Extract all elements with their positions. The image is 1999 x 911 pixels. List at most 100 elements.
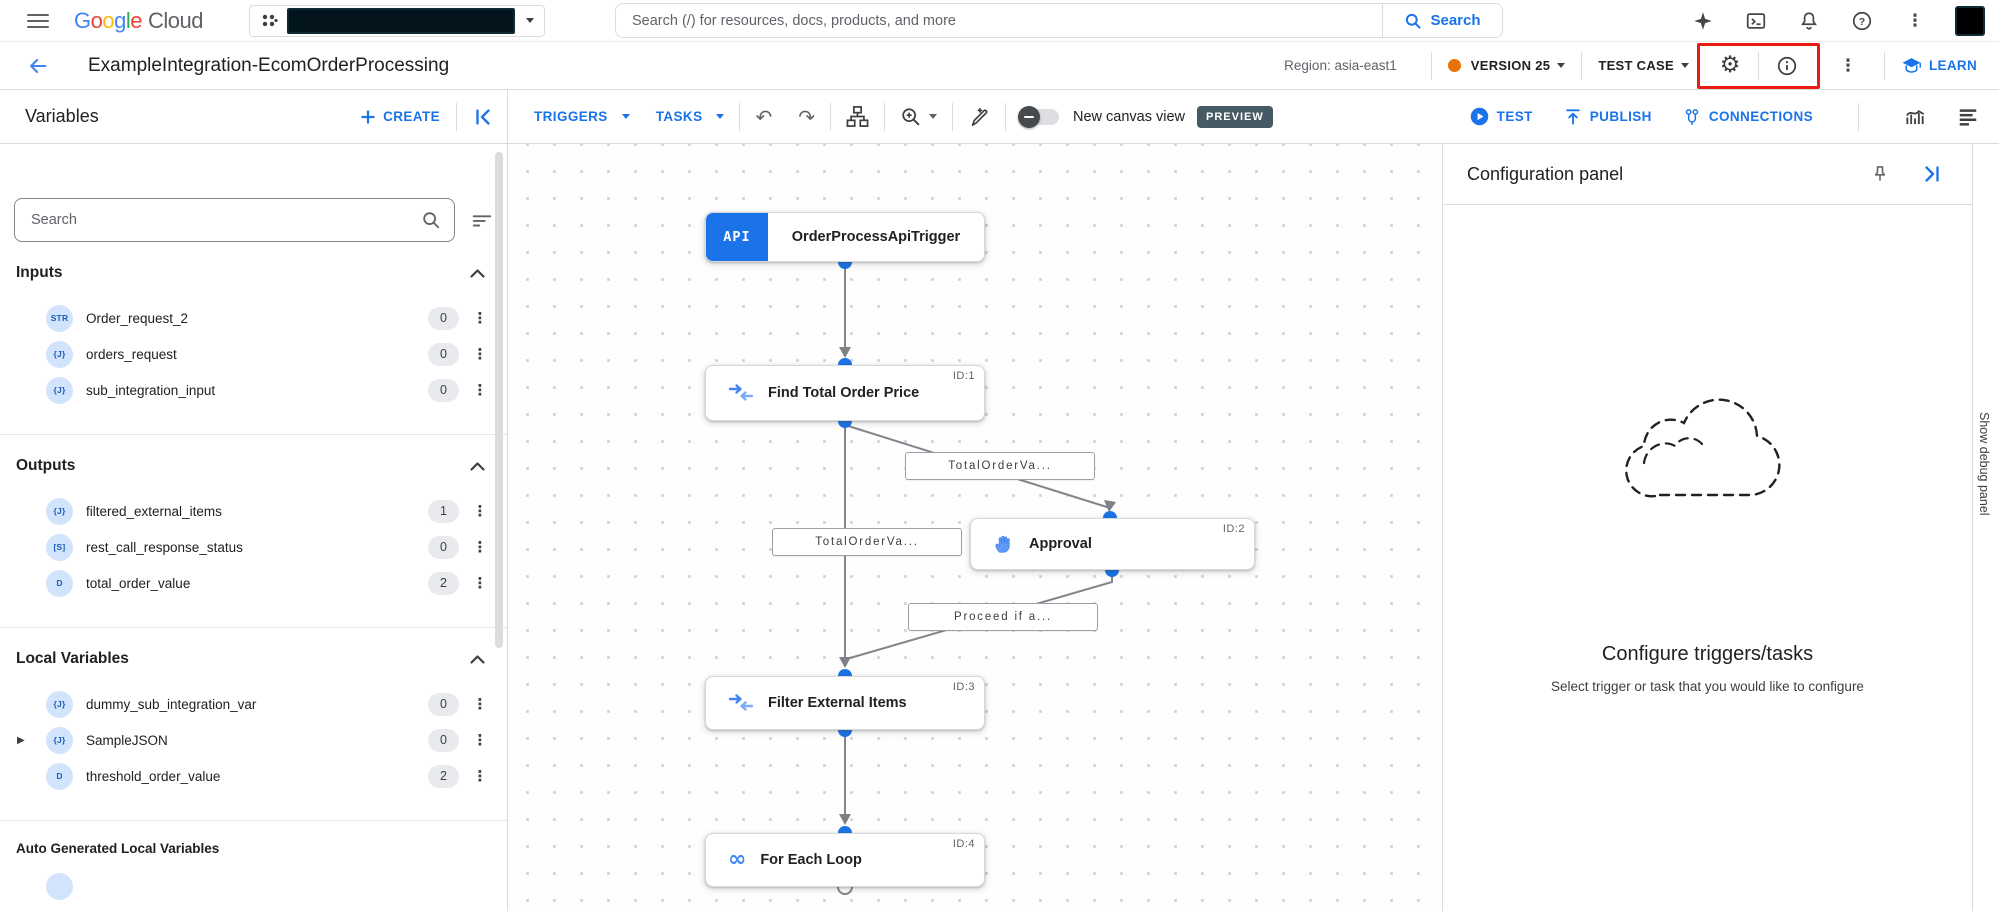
top-search-input[interactable] xyxy=(616,4,1382,37)
variable-menu-icon[interactable]: ⋮ xyxy=(472,381,488,399)
section-title: Local Variables xyxy=(16,650,129,667)
variable-menu-icon[interactable]: ⋮ xyxy=(472,574,488,592)
preview-badge: PREVIEW xyxy=(1197,105,1273,128)
connections-button[interactable]: CONNECTIONS xyxy=(1682,107,1813,127)
main-menu-icon[interactable] xyxy=(18,1,58,41)
logs-list-icon[interactable] xyxy=(1957,106,1979,128)
new-canvas-view-toggle[interactable] xyxy=(1018,105,1060,128)
variable-menu-icon[interactable]: ⋮ xyxy=(472,731,488,749)
more-options-icon[interactable]: ⋮ xyxy=(1906,10,1924,31)
node-label: Approval xyxy=(1029,536,1092,552)
variable-type-badge: D xyxy=(46,569,73,597)
topbar: Google Cloud Search xyxy=(0,0,1999,42)
edge-condition-label[interactable]: Proceed if a... xyxy=(908,603,1098,631)
node-order-process-api-trigger[interactable]: API OrderProcessApiTrigger xyxy=(705,212,985,262)
variable-name: SampleJSON xyxy=(86,732,168,748)
edge-condition-label[interactable]: TotalOrderVa... xyxy=(905,452,1095,480)
variable-menu-icon[interactable]: ⋮ xyxy=(472,345,488,363)
canvas-toolbar: TRIGGERS TASKS ↶ ↷ xyxy=(508,90,1999,143)
variable-menu-icon[interactable]: ⋮ xyxy=(472,695,488,713)
collapse-panel-right-icon[interactable] xyxy=(1922,164,1942,184)
variable-menu-icon[interactable]: ⋮ xyxy=(472,309,488,327)
notifications-bell-icon[interactable] xyxy=(1796,8,1822,34)
header-more-options-icon[interactable]: ⋮ xyxy=(1839,55,1857,76)
section-header-local-variables[interactable]: Local Variables xyxy=(0,644,507,674)
variable-count-badge: 1 xyxy=(428,499,459,523)
version-dropdown[interactable]: VERSION 25 xyxy=(1447,58,1566,73)
redo-icon[interactable]: ↷ xyxy=(798,104,816,129)
variable-name: sub_integration_input xyxy=(86,382,216,398)
google-cloud-logo[interactable]: Google Cloud xyxy=(74,8,203,34)
chevron-up-icon[interactable] xyxy=(470,654,485,664)
expand-arrow-icon[interactable]: ▶ xyxy=(17,734,25,746)
settings-gear-icon[interactable]: ⚙ xyxy=(1719,52,1741,78)
project-selector[interactable] xyxy=(249,4,545,37)
search-button[interactable]: Search xyxy=(1382,4,1502,37)
back-arrow-icon[interactable] xyxy=(24,52,52,80)
variable-type-badge: {J} xyxy=(46,340,73,368)
learn-cap-icon xyxy=(1902,58,1921,73)
chevron-down-icon xyxy=(1557,63,1566,68)
google-logo-letter: l xyxy=(125,7,131,33)
node-id-label: ID:2 xyxy=(1222,523,1245,535)
show-debug-panel-label: Show debug panel xyxy=(1977,412,1991,516)
gemini-sparkle-icon[interactable] xyxy=(1690,8,1716,34)
metrics-chart-icon[interactable] xyxy=(1904,105,1927,128)
section-header-outputs[interactable]: Outputs xyxy=(0,451,507,481)
publish-button[interactable]: PUBLISH xyxy=(1563,107,1652,127)
account-avatar[interactable] xyxy=(1955,5,1985,36)
variable-type-badge: STR xyxy=(46,304,73,332)
plus-icon xyxy=(361,110,375,123)
flow-canvas[interactable]: API OrderProcessApiTrigger ID:1 Find Tot… xyxy=(508,144,1442,911)
info-icon[interactable] xyxy=(1767,50,1807,82)
node-for-each-loop[interactable]: ID:4 ∞ For Each Loop xyxy=(705,833,985,887)
node-filter-external-items[interactable]: ID:3 Filter External Items xyxy=(705,676,985,730)
chevron-up-icon[interactable] xyxy=(470,268,485,278)
cloud-shell-icon[interactable] xyxy=(1743,8,1769,34)
tasks-dropdown[interactable]: TASKS xyxy=(656,109,725,124)
create-variable-button[interactable]: CREATE xyxy=(360,109,440,125)
sort-variables-icon[interactable] xyxy=(467,205,497,235)
empty-state-title: Configure triggers/tasks xyxy=(1601,643,1814,665)
node-id-label: ID:4 xyxy=(952,838,975,850)
edge-condition-label[interactable]: TotalOrderVa... xyxy=(772,528,962,556)
variable-count-badge: 0 xyxy=(428,728,459,752)
variable-count-badge: 0 xyxy=(428,342,459,366)
chevron-up-icon[interactable] xyxy=(470,461,485,471)
edit-wand-icon[interactable] xyxy=(968,106,990,128)
chevron-down-icon xyxy=(621,114,630,119)
section-header-inputs[interactable]: Inputs xyxy=(0,258,507,288)
sidebar-scrollbar[interactable] xyxy=(495,152,503,648)
test-case-dropdown[interactable]: TEST CASE xyxy=(1598,58,1689,73)
variable-menu-icon[interactable]: ⋮ xyxy=(472,538,488,556)
connections-icon xyxy=(1685,108,1699,125)
pin-icon[interactable] xyxy=(1870,164,1890,184)
zoom-control[interactable] xyxy=(900,106,938,128)
google-logo-letter: o xyxy=(102,7,115,33)
variable-count-badge: 0 xyxy=(428,535,459,559)
show-debug-panel-strip[interactable]: Show debug panel xyxy=(1972,144,1999,911)
project-name-redacted xyxy=(287,7,515,34)
variable-menu-icon[interactable]: ⋮ xyxy=(472,767,488,785)
variables-search-input[interactable] xyxy=(31,212,421,228)
auto-layout-icon[interactable] xyxy=(846,105,869,128)
help-icon[interactable]: ? xyxy=(1849,8,1875,34)
top-search: Search xyxy=(615,3,1503,38)
test-button[interactable]: TEST xyxy=(1469,106,1533,127)
learn-button[interactable]: LEARN xyxy=(1901,55,1977,76)
node-find-total-order-price[interactable]: ID:1 Find Total Order Price xyxy=(705,365,985,421)
node-approval[interactable]: ID:2 Approval xyxy=(970,518,1255,570)
collapse-panel-left-icon[interactable] xyxy=(473,107,493,127)
undo-icon[interactable]: ↶ xyxy=(755,104,773,129)
triggers-dropdown[interactable]: TRIGGERS xyxy=(534,109,630,124)
variable-menu-icon[interactable]: ⋮ xyxy=(472,502,488,520)
